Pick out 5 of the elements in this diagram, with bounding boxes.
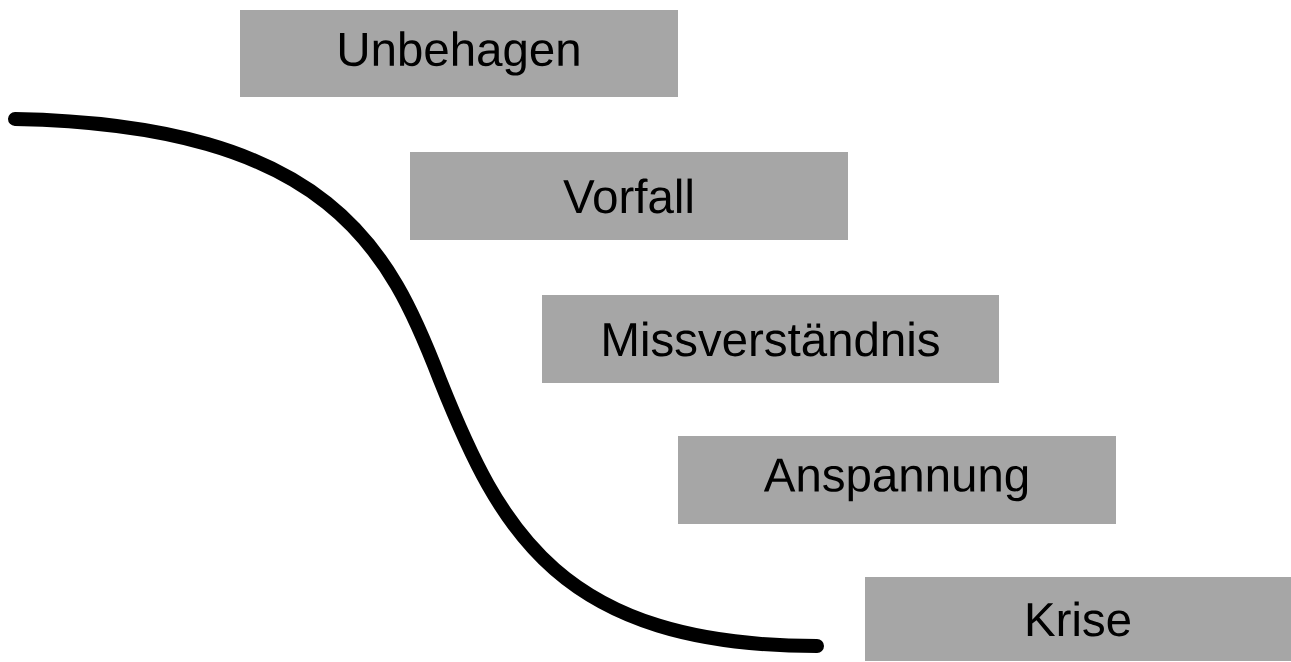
label-box: Krise [865, 577, 1291, 661]
label-box: Anspannung [678, 436, 1116, 524]
label-box: Missverständnis [542, 295, 999, 383]
label-box: Vorfall [410, 152, 848, 240]
label-box: Unbehagen [240, 10, 678, 97]
